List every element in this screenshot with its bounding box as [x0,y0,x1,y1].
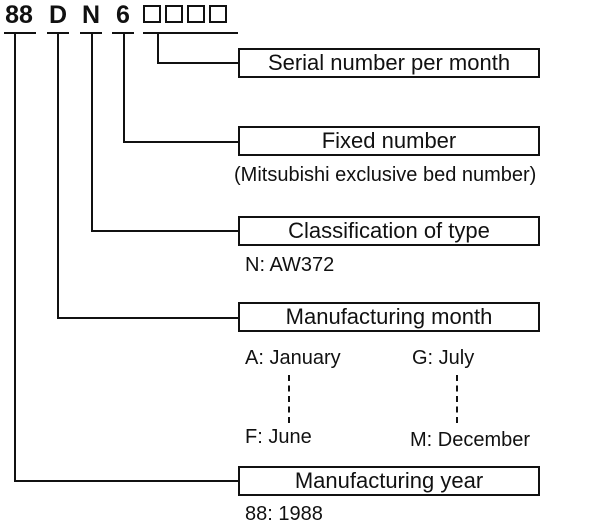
label-serial-number: Serial number per month [238,48,540,78]
connector-month-v [57,33,59,319]
note-month-m: M: December [410,429,531,451]
note-month-a: A: January [245,347,341,369]
connector-type-h [91,230,238,232]
connector-fixed-v [123,33,125,143]
connector-serial-v [157,33,159,64]
label-manufacturing-month: Manufacturing month [238,302,540,332]
serial-box [209,5,227,23]
note-classification: N: AW372 [245,254,335,276]
note-month-f: F: June [245,426,312,448]
connector-type-v [91,33,93,232]
serial-box [165,5,183,23]
connector-fixed-h [123,141,238,143]
connector-month-h [57,317,238,319]
underline-serial [143,32,238,34]
label-manufacturing-year: Manufacturing year [238,466,540,496]
code-type: N [81,1,101,29]
label-fixed-number: Fixed number [238,126,540,156]
note-fixed-number: (Mitsubishi exclusive bed number) [234,164,537,186]
connector-year-v [14,33,16,482]
connector-serial-h [157,62,238,64]
note-manufacturing-year: 88: 1988 [245,503,323,525]
serial-number-boxes [143,5,231,23]
label-classification: Classification of type [238,216,540,246]
connector-year-h [14,480,238,482]
underline-year [4,32,36,34]
code-year: 88 [5,1,33,29]
code-month: D [48,1,68,29]
serial-box [143,5,161,23]
note-month-g: G: July [412,347,475,369]
range-dash-g-m [456,375,458,423]
code-fixed: 6 [116,1,130,29]
serial-box [187,5,205,23]
range-dash-a-f [288,375,290,423]
